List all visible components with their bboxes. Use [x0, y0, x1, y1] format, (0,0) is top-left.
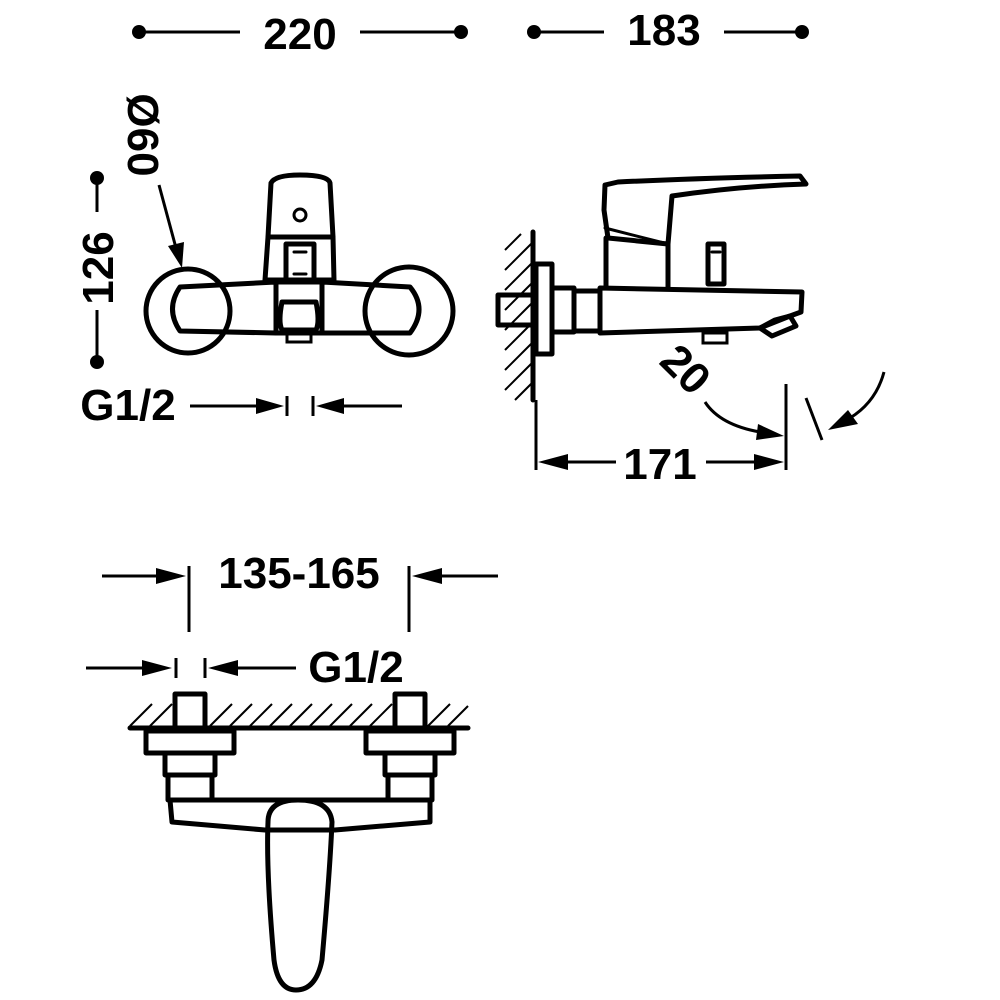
dimension-thread-top: G1/2: [86, 643, 404, 692]
front-view: [143, 172, 456, 358]
dimension-wall-projection: 171: [534, 400, 784, 489]
dimension-outlet-diameter: Ø60: [118, 93, 184, 268]
dimension-overall-depth: 183: [527, 6, 809, 55]
outlet-diameter-label: Ø60: [118, 93, 167, 176]
dimension-thread-front: G1/2: [80, 381, 402, 430]
connection-height-label: 126: [74, 231, 123, 304]
thread-front-label: G1/2: [80, 381, 175, 430]
top-view: [127, 691, 471, 993]
spout-angle-label: 20: [651, 335, 720, 404]
dimension-overall-width: 220: [132, 10, 468, 59]
overall-width-label: 220: [263, 10, 336, 59]
dimension-connection-height: 126: [74, 171, 123, 369]
wall-hatch: [504, 233, 534, 401]
centre-distance-label: 135-165: [218, 549, 379, 598]
overall-depth-label: 183: [627, 6, 700, 55]
side-view: [495, 173, 809, 403]
dimension-centre-distance: 135-165: [102, 549, 498, 632]
wall-projection-label: 171: [623, 440, 696, 489]
wall-hatch-top: [129, 703, 469, 727]
thread-top-label: G1/2: [308, 643, 403, 692]
